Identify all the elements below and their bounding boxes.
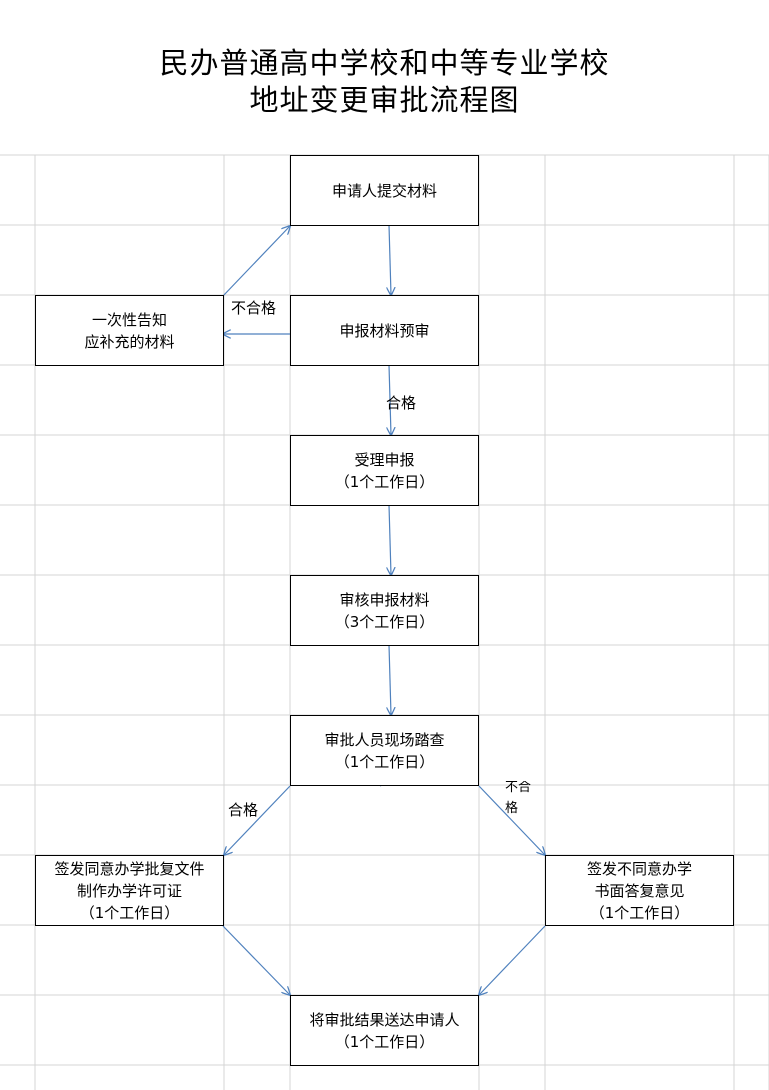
label-precheck-pass: 合格 <box>386 394 417 412</box>
node-reject-line1: 签发不同意办学 <box>586 859 692 878</box>
node-inspect-line1: 审批人员现场踏查 <box>324 730 445 749</box>
node-inspect: 审批人员现场踏查 （1个工作日） <box>290 715 479 786</box>
node-deliver-line1: 将审批结果送达申请人 <box>309 1010 460 1029</box>
arrow-precheck-to-accept <box>389 364 391 435</box>
node-supplement-line2: 应补充的材料 <box>84 332 175 351</box>
label-inspect-pass: 合格 <box>228 801 259 819</box>
node-review-line1: 审核申报材料 <box>339 590 430 609</box>
node-approve-line1: 签发同意办学批复文件 <box>54 859 205 878</box>
node-review-line2: （3个工作日） <box>334 612 435 631</box>
node-supplement-notice: 一次性告知 应补充的材料 <box>35 295 224 366</box>
node-deliver: 将审批结果送达申请人 （1个工作日） <box>290 995 479 1066</box>
node-reject-line3: （1个工作日） <box>589 903 690 922</box>
node-submit-materials: 申请人提交材料 <box>290 155 479 226</box>
node-approve-line2: 制作办学许可证 <box>76 881 182 900</box>
node-approve-line3: （1个工作日） <box>79 903 180 922</box>
node-precheck-line1: 申报材料预审 <box>339 321 430 340</box>
node-reject-line2: 书面答复意见 <box>594 881 685 900</box>
node-inspect-line2: （1个工作日） <box>334 752 435 771</box>
node-accept-line2: （1个工作日） <box>334 472 435 491</box>
diagram-title-line1: 民办普通高中学校和中等专业学校 <box>159 46 610 80</box>
arrow-submit-to-precheck <box>389 224 391 295</box>
node-submit-line1: 申请人提交材料 <box>331 181 437 200</box>
node-deliver-line2: （1个工作日） <box>334 1032 435 1051</box>
label-precheck-fail: 不合格 <box>231 299 277 317</box>
arrow-accept-to-review <box>389 504 391 575</box>
arrow-approve-to-deliver <box>222 925 290 995</box>
label-inspect-fail-line1: 不合 <box>505 781 532 794</box>
label-inspect-fail-line2: 格 <box>505 801 519 816</box>
node-approve: 签发同意办学批复文件 制作办学许可证 （1个工作日） <box>35 855 224 926</box>
arrow-review-to-inspect <box>389 644 391 715</box>
node-review: 审核申报材料 （3个工作日） <box>290 575 479 646</box>
arrow-reject-to-deliver <box>479 925 546 995</box>
arrow-inspect-to-reject <box>478 785 545 855</box>
node-reject: 签发不同意办学 书面答复意见 （1个工作日） <box>545 855 734 926</box>
diagram-title-line2: 地址变更审批流程图 <box>249 83 520 117</box>
node-accept-line1: 受理申报 <box>354 450 415 469</box>
node-precheck: 申报材料预审 <box>290 295 479 366</box>
node-supplement-line1: 一次性告知 <box>91 310 167 329</box>
arrow-supplement-to-submit <box>222 226 290 297</box>
arrow-inspect-to-approve <box>224 785 291 855</box>
node-accept: 受理申报 （1个工作日） <box>290 435 479 506</box>
